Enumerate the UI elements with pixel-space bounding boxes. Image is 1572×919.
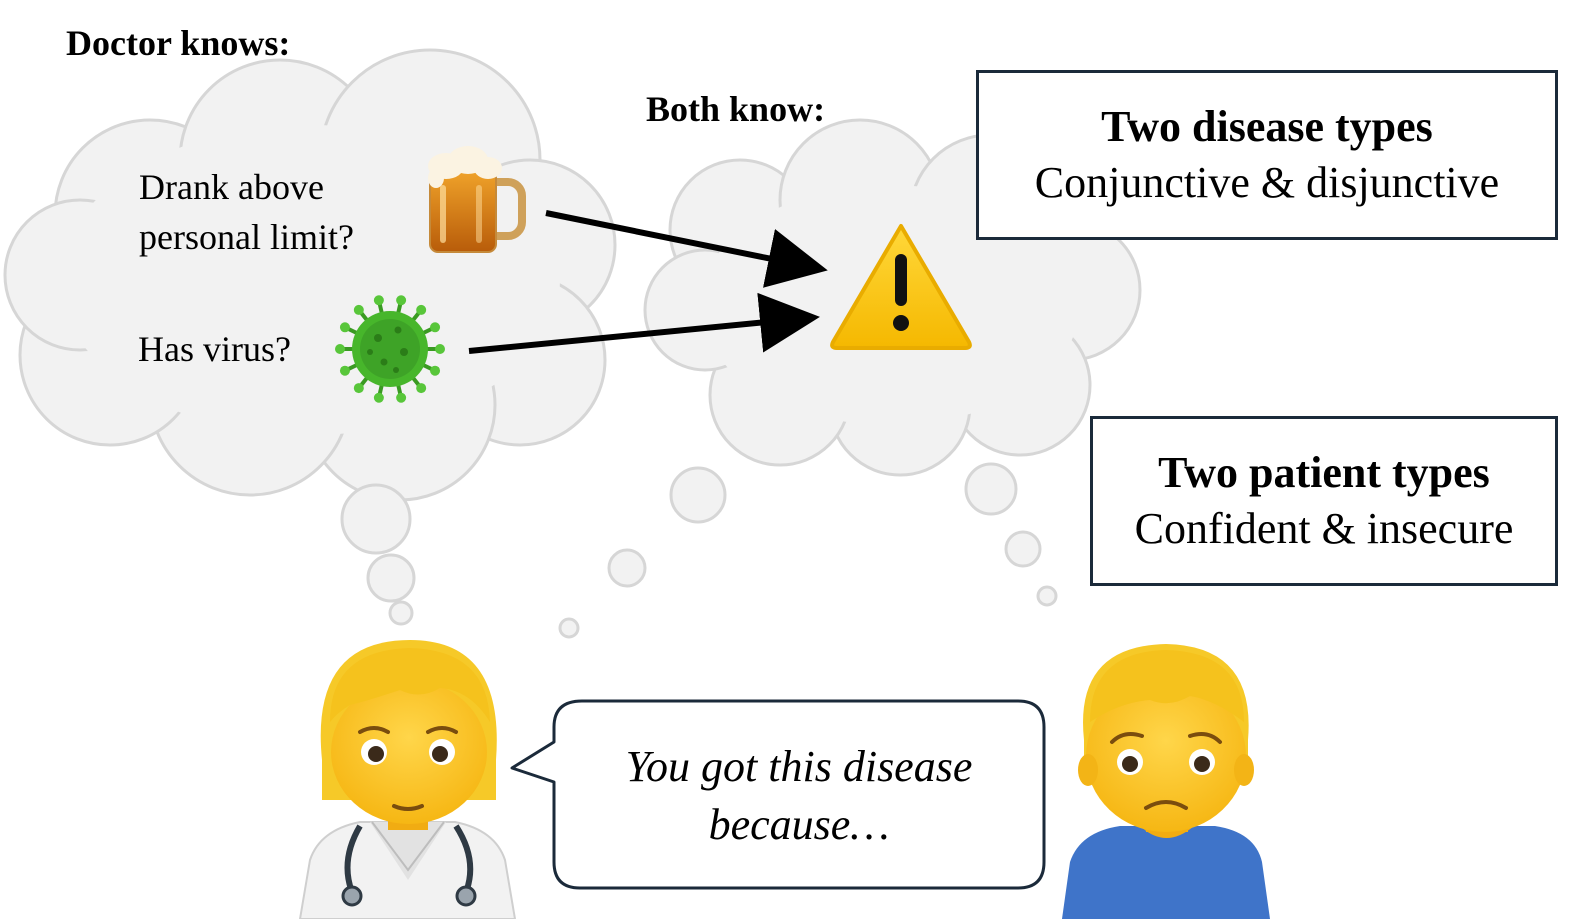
disease-types-box: Two disease types Conjunctive & disjunct… [976, 70, 1558, 240]
virus-spike-tip [416, 304, 427, 315]
virus-spike-tip [430, 365, 441, 376]
arrow-virus-to-warning [468, 292, 820, 354]
doctor-knows-label: Doctor knows: [66, 23, 291, 63]
virus-spike-tip [339, 322, 350, 333]
alcohol-question-line2: personal limit? [139, 217, 354, 257]
alcohol-question-line1: Drank above [139, 167, 324, 207]
beer-mug-icon [428, 146, 526, 253]
doctor-icon [298, 640, 517, 919]
virus-spike-tip [353, 304, 364, 315]
patient-icon [1062, 644, 1270, 919]
virus-spike-tip [373, 392, 384, 403]
shared-thought-bubbles-right [964, 462, 1058, 607]
virus-icon [335, 295, 445, 403]
disease-types-subtitle: Conjunctive & disjunctive [1034, 158, 1500, 207]
disease-types-title: Two disease types [1101, 102, 1433, 151]
virus-spike-tip [353, 383, 364, 394]
speech-text: You got this disease because… [554, 738, 1044, 854]
virus-question: Has virus? [138, 329, 291, 369]
patient-types-title: Two patient types [1158, 448, 1490, 497]
speech-line-2: because… [708, 800, 890, 849]
virus-spike-tip [396, 295, 407, 306]
patient-types-subtitle: Confident & insecure [1134, 504, 1514, 553]
doctor-thought-cloud [3, 48, 617, 502]
both-know-label: Both know: [646, 89, 826, 129]
doctor-thought-bubbles [340, 483, 416, 626]
virus-spike-tip [396, 392, 407, 403]
virus-spike-tip [416, 383, 427, 394]
virus-spike-tip [339, 365, 350, 376]
virus-spike-tip [335, 344, 345, 354]
virus-spike-tip [430, 322, 441, 333]
virus-spike-tip [373, 295, 384, 306]
speech-bubble [510, 699, 1046, 890]
arrow-alcohol-to-warning [545, 210, 828, 288]
patient-types-box: Two patient types Confident & insecure [1090, 416, 1558, 586]
speech-line-1: You got this disease [625, 742, 973, 791]
virus-spike-tip [435, 344, 445, 354]
warning-icon [830, 224, 972, 350]
shared-thought-bubbles-left [558, 466, 727, 639]
